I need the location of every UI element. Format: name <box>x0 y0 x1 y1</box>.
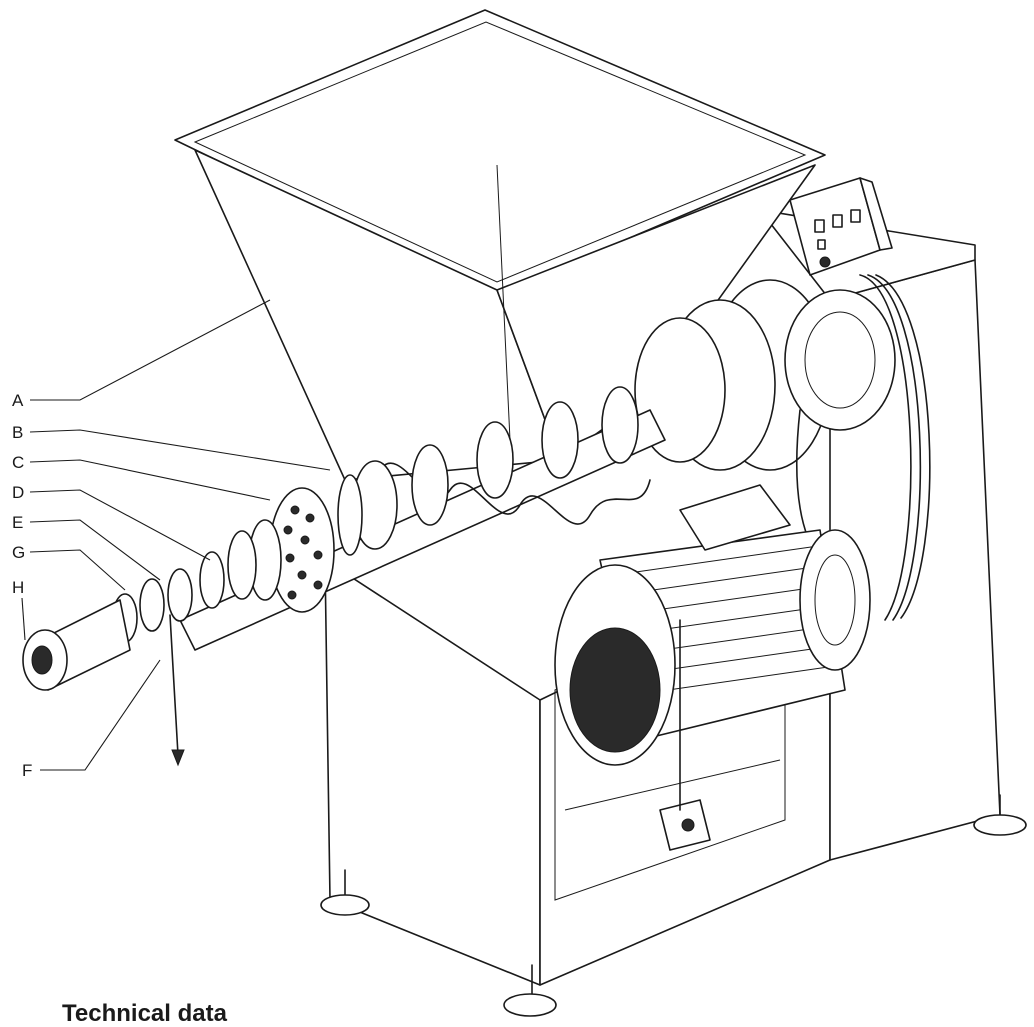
drive-belts <box>795 274 931 621</box>
callout-a: A <box>12 391 24 410</box>
locking-ring <box>22 599 131 691</box>
control-box <box>789 177 893 276</box>
callout-b: B <box>12 423 23 442</box>
callout-g: G <box>12 543 25 562</box>
technical-data-heading: Technical data <box>62 1000 227 1027</box>
cutting-plate <box>269 487 335 613</box>
callout-c: C <box>12 453 24 472</box>
hopper <box>174 9 826 481</box>
ejector-rod <box>169 614 185 767</box>
callout-e: E <box>12 513 23 532</box>
callout-h: H <box>12 578 24 597</box>
motor-switch <box>659 619 711 851</box>
callout-f: F <box>22 761 32 780</box>
callout-d: D <box>12 483 24 502</box>
machine-feet <box>320 794 1027 1017</box>
knife-rings <box>112 519 282 643</box>
callouts: A B C D E G H F <box>12 299 331 780</box>
electric-motor <box>554 484 871 766</box>
gearbox-housing <box>634 279 896 471</box>
